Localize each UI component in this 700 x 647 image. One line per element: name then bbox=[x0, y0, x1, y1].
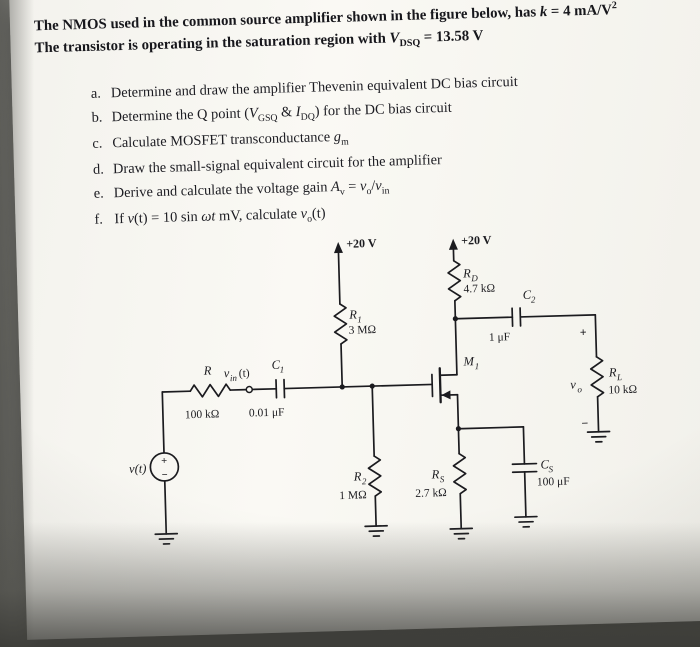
rs-label: R bbox=[431, 467, 440, 481]
mosfet-m1 bbox=[283, 367, 460, 430]
r1-label: R bbox=[348, 308, 357, 322]
task-item-letter: b. bbox=[91, 109, 103, 126]
circuit-diagram: +20 V +20 V R 1 3 MΩ R D 4.7 kΩ C 2 1 μF… bbox=[129, 233, 637, 545]
vin-label-sub: in bbox=[230, 373, 238, 383]
c1-label: C bbox=[271, 358, 280, 372]
r2-value: 1 MΩ bbox=[339, 489, 367, 502]
resistor-rl bbox=[589, 314, 605, 433]
vt-source-label: v(t) bbox=[129, 461, 147, 475]
rs-value: 2.7 kΩ bbox=[415, 487, 447, 500]
vdd-right-label: +20 V bbox=[461, 233, 492, 248]
r1-value: 3 MΩ bbox=[348, 324, 376, 337]
vdd-left-label: +20 V bbox=[346, 236, 377, 251]
r2-label: R bbox=[353, 469, 362, 483]
task-item-letter: e. bbox=[93, 185, 104, 202]
resistor-r1 bbox=[333, 303, 348, 388]
c1-label-sub: 1 bbox=[280, 365, 285, 375]
resistor-r2 bbox=[367, 385, 383, 527]
rd-label-sub: D bbox=[470, 273, 478, 283]
ground-cs-icon bbox=[514, 515, 538, 528]
capacitor-c2 bbox=[454, 307, 597, 328]
r-input-label: R bbox=[203, 364, 212, 378]
junction-dot bbox=[455, 426, 462, 432]
resistor-r-input bbox=[161, 383, 248, 398]
r-input-value: 100 kΩ bbox=[185, 408, 220, 421]
resistor-rs bbox=[452, 427, 467, 530]
resistor-rd bbox=[447, 259, 462, 376]
vo-minus-sign: − bbox=[581, 416, 588, 430]
supply-arrow-left-icon bbox=[333, 242, 343, 254]
paper-sheet: The NMOS used in the common source ampli… bbox=[9, 0, 700, 640]
junction-dot bbox=[369, 383, 375, 389]
capacitor-c1 bbox=[251, 378, 286, 399]
vo-label-sub: o bbox=[577, 384, 582, 394]
cs-value: 100 μF bbox=[537, 476, 570, 489]
cs-label: C bbox=[540, 457, 549, 471]
vin-node-terminal bbox=[245, 385, 254, 394]
m1-label-sub: 1 bbox=[475, 361, 480, 371]
task-item-letter: a. bbox=[90, 85, 102, 103]
supply-arrow-right-icon bbox=[448, 238, 458, 250]
rd-value: 4.7 kΩ bbox=[463, 283, 495, 296]
rs-label-sub: S bbox=[440, 474, 445, 484]
task-item-letter: f. bbox=[94, 211, 104, 229]
rl-label-sub: L bbox=[616, 372, 622, 382]
vt-minus-sign: − bbox=[161, 470, 167, 481]
vo-plus-sign: + bbox=[580, 325, 587, 339]
r2-label-sub: 2 bbox=[362, 476, 367, 486]
vo-label: v bbox=[570, 377, 576, 391]
vin-label-suffix: (t) bbox=[239, 368, 250, 380]
r1-label-sub: 1 bbox=[357, 314, 362, 324]
task-item-letter: d. bbox=[92, 161, 105, 179]
cs-label-sub: S bbox=[548, 464, 553, 474]
rl-label: R bbox=[608, 365, 617, 379]
vt-plus-sign: + bbox=[161, 456, 167, 467]
ground-source-icon bbox=[154, 532, 179, 545]
rd-label: R bbox=[462, 266, 471, 280]
problem-statement: The NMOS used in the common source ampli… bbox=[9, 0, 700, 61]
capacitor-cs bbox=[457, 426, 538, 518]
junction-dot bbox=[339, 384, 345, 390]
ground-rl-icon bbox=[586, 430, 611, 443]
mosfet-source-arrow-icon bbox=[441, 390, 451, 400]
task-list: a. Determine and draw the amplifier Thev… bbox=[91, 68, 700, 232]
task-item-letter: c. bbox=[92, 135, 103, 152]
rl-value: 10 kΩ bbox=[608, 384, 637, 397]
vdd-left-supply bbox=[337, 250, 341, 305]
junction-dot bbox=[452, 316, 458, 322]
c2-label: C bbox=[523, 288, 532, 302]
c2-value: 1 μF bbox=[489, 331, 511, 344]
c1-value: 0.01 μF bbox=[249, 407, 285, 420]
vin-label: v bbox=[224, 366, 230, 380]
c2-label-sub: 2 bbox=[531, 295, 536, 305]
ground-r2-icon bbox=[364, 524, 388, 537]
m1-label: M bbox=[462, 354, 474, 368]
ground-rs-icon bbox=[449, 527, 474, 540]
